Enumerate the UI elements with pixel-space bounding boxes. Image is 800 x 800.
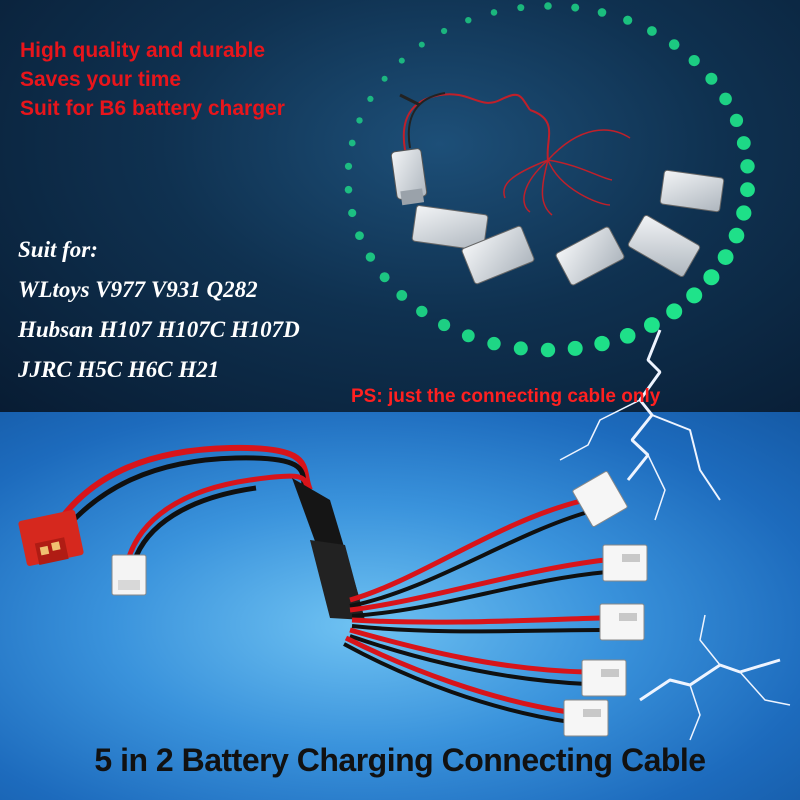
compatibility-heading: Suit for: — [18, 237, 98, 262]
glow-dot — [348, 139, 356, 147]
glow-dot — [668, 39, 680, 50]
feature-line: High quality and durable — [20, 39, 266, 62]
feature-line: Suit for B6 battery charger — [20, 97, 285, 120]
glow-dot — [487, 336, 501, 351]
glow-dot — [644, 317, 660, 333]
feature-line: Saves your time — [20, 68, 182, 91]
glow-dot — [490, 9, 498, 16]
glow-dot — [396, 290, 408, 301]
glow-dot — [416, 305, 428, 318]
glow-dot — [705, 72, 718, 85]
glow-dot — [355, 231, 364, 241]
glow-dot — [597, 8, 607, 17]
glow-dot — [344, 162, 353, 170]
glow-dot — [356, 117, 363, 124]
glow-dot — [740, 159, 755, 174]
lightning-bolt-icon — [559, 329, 791, 741]
glow-dot — [418, 41, 425, 48]
green-dot-ring — [344, 2, 755, 358]
ps-note: PS: just the connecting cable only — [351, 386, 661, 407]
glow-dot — [367, 95, 374, 102]
glow-dot — [686, 287, 703, 304]
glow-dot — [379, 272, 390, 283]
glow-dot — [594, 335, 610, 352]
glow-dot — [398, 57, 405, 64]
product-title: 5 in 2 Battery Charging Connecting Cable — [94, 742, 706, 778]
glow-dot — [540, 342, 556, 358]
glow-dot — [703, 269, 720, 286]
compatibility-model: WLtoys V977 V931 Q282 — [18, 277, 258, 302]
glow-dot — [619, 328, 636, 344]
glow-dot — [544, 2, 552, 10]
glow-dot — [571, 3, 580, 12]
glow-dot — [465, 17, 472, 24]
product-photo-small — [390, 92, 725, 286]
glow-dot — [736, 136, 751, 150]
glow-dot — [623, 15, 633, 25]
charging-cable-photo — [18, 444, 648, 737]
glow-dot — [666, 303, 683, 320]
glow-dot — [438, 318, 451, 332]
compatibility-model: JJRC H5C H6C H21 — [18, 357, 220, 382]
glow-dot — [365, 252, 376, 262]
compatibility-list: Suit for: WLtoys V977 V931 Q282 Hubsan H… — [18, 230, 300, 390]
glow-dot — [381, 75, 388, 82]
glow-dot — [736, 205, 752, 221]
compatibility-model: Hubsan H107 H107C H107D — [18, 317, 300, 342]
top-dark-panel — [0, 0, 800, 412]
feature-list: High quality and durable Saves your time… — [20, 36, 285, 123]
glow-dot — [719, 92, 732, 106]
glow-dot — [348, 208, 357, 218]
glow-dot — [517, 4, 525, 12]
glow-dot — [441, 27, 448, 35]
glow-dot — [647, 26, 657, 36]
glow-dot — [740, 182, 755, 198]
glow-dot — [729, 113, 744, 127]
glow-dot — [717, 249, 734, 265]
glow-dot — [567, 340, 583, 356]
glow-dot — [688, 55, 700, 67]
glow-dot — [728, 227, 745, 244]
glow-dot — [513, 341, 528, 356]
glow-dot — [461, 329, 475, 343]
glow-dot — [344, 185, 353, 194]
